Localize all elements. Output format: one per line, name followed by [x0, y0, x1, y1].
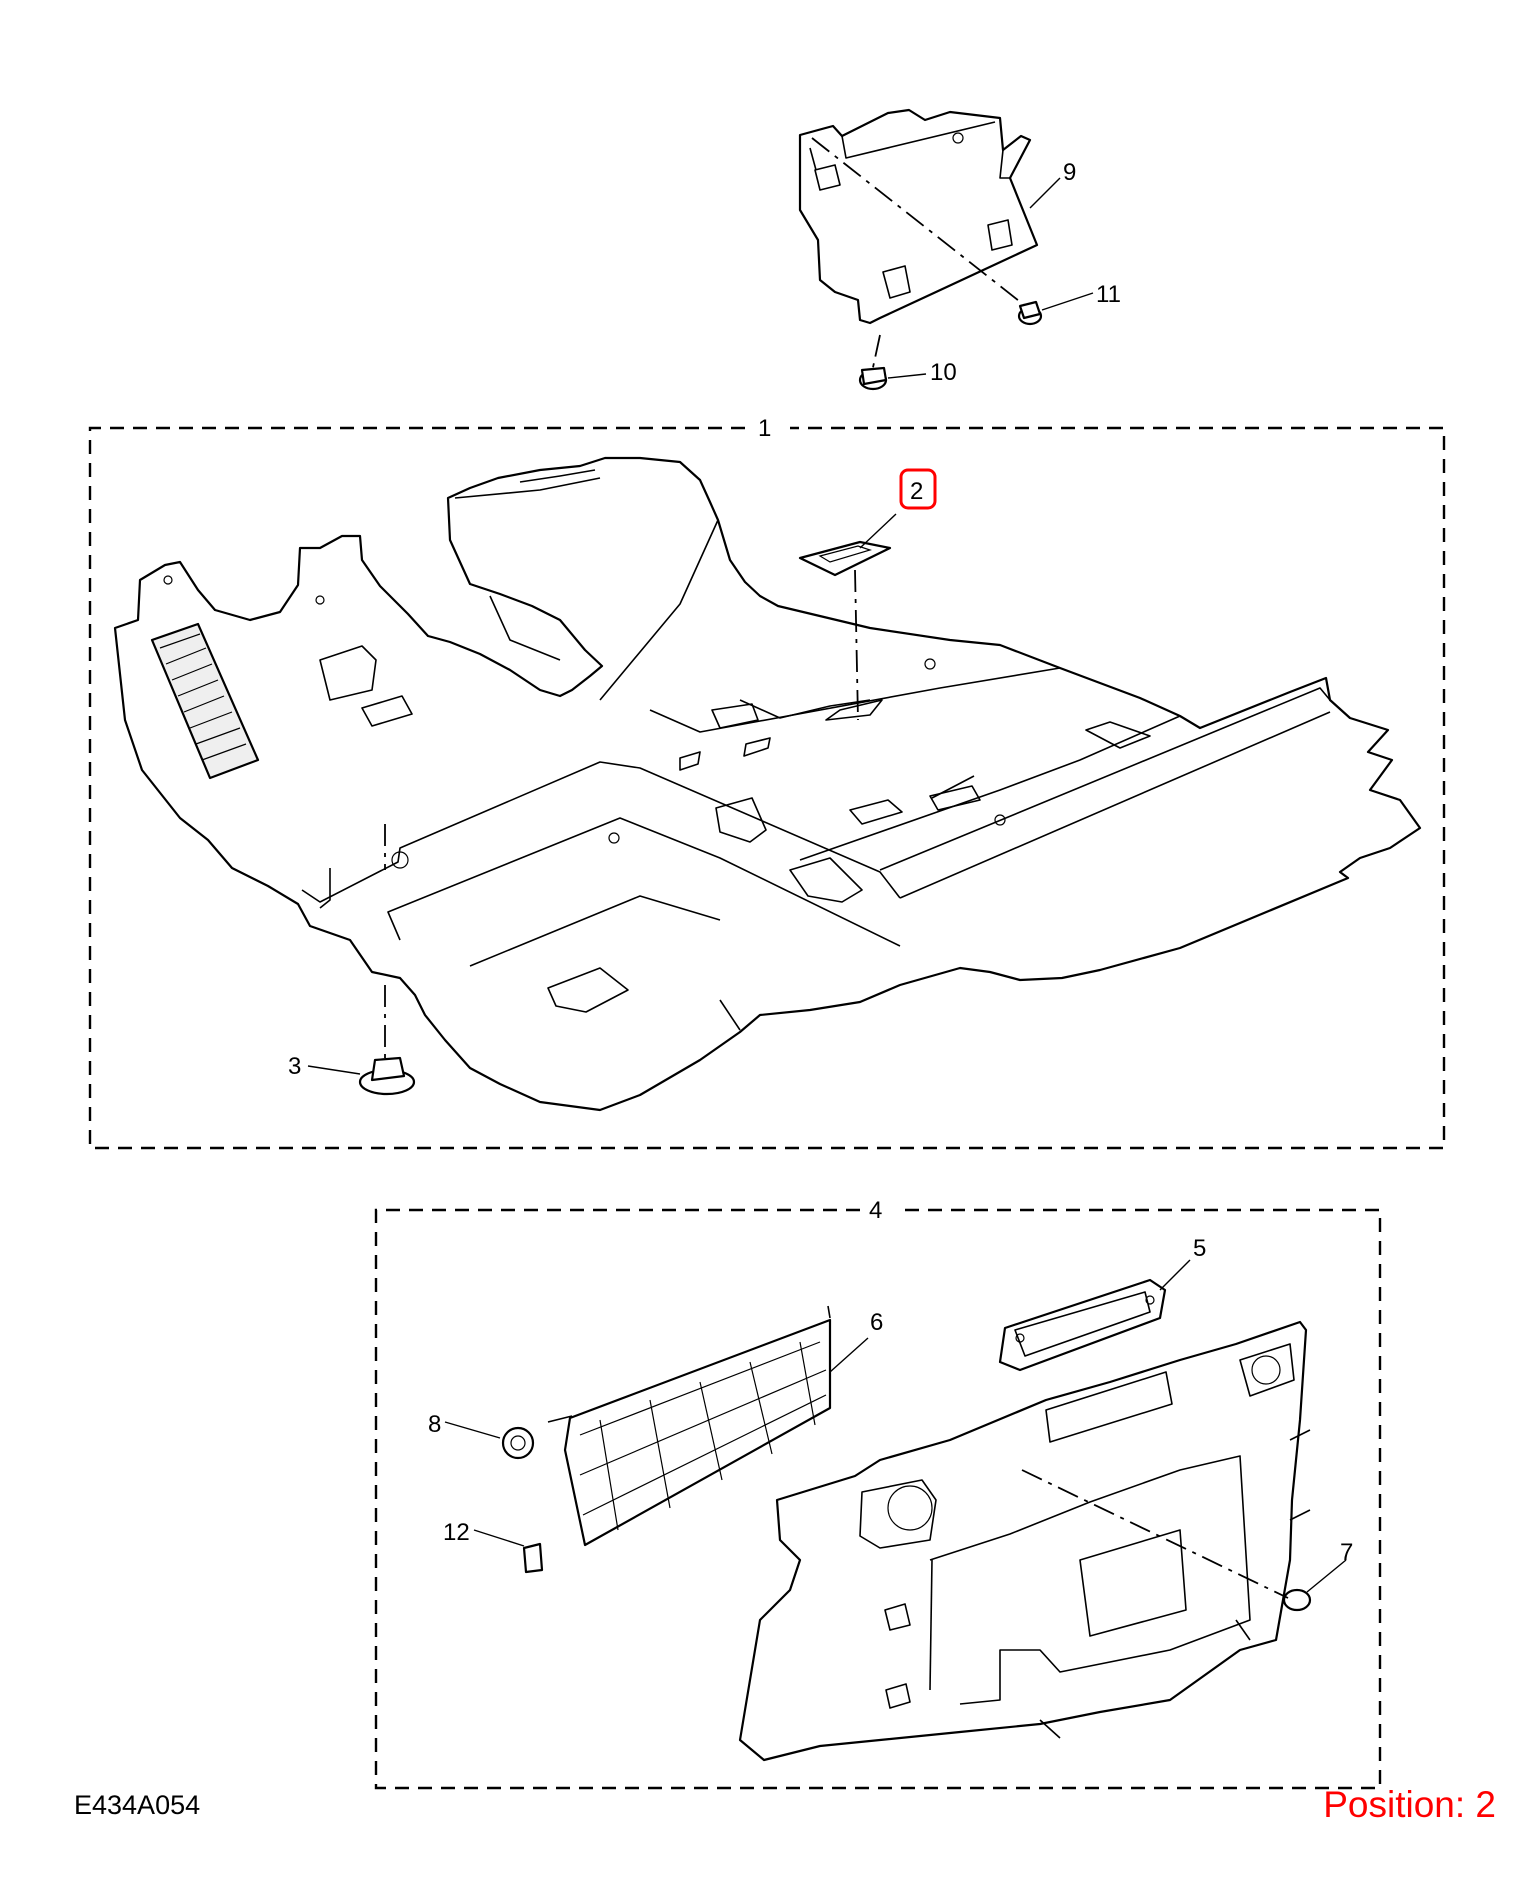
clip-part-2: [798, 540, 892, 577]
callout-9: 9: [1063, 159, 1076, 186]
callout-1: 1: [758, 415, 771, 442]
nut-part-10: [858, 366, 888, 391]
retainer-part-3: [358, 1056, 416, 1096]
nut-part-11: [1017, 300, 1043, 326]
clip-part-12: [522, 1542, 544, 1574]
clip-part-8: [501, 1426, 535, 1460]
group-box-4: [374, 1208, 1382, 1790]
callout-7: 7: [1340, 1539, 1353, 1566]
callout-5: 5: [1193, 1235, 1206, 1262]
callout-8: 8: [428, 1411, 441, 1438]
callout-12: 12: [443, 1519, 470, 1546]
highlight-callout-2: [899, 468, 937, 510]
group-box-1: [88, 426, 1446, 1150]
callout-11: 11: [1096, 281, 1121, 308]
nut-part-7: [1282, 1588, 1312, 1612]
callout-10: 10: [930, 359, 957, 386]
callout-6: 6: [870, 1309, 883, 1336]
callout-4: 4: [869, 1197, 882, 1224]
diagram-reference-code: E434A054: [74, 1790, 201, 1820]
net-part-6: [547, 1305, 832, 1547]
position-label: Position: 2: [1323, 1784, 1496, 1825]
floor-carpet-part-1: [113, 456, 1422, 1112]
trunk-panel-part-4: [738, 1320, 1311, 1762]
callout-2: 2: [910, 478, 923, 505]
leader-lines: [307, 177, 1347, 1593]
bracket-part-9: [798, 108, 1039, 373]
panel-seal-part-5: [998, 1278, 1167, 1372]
callout-3: 3: [288, 1053, 301, 1080]
